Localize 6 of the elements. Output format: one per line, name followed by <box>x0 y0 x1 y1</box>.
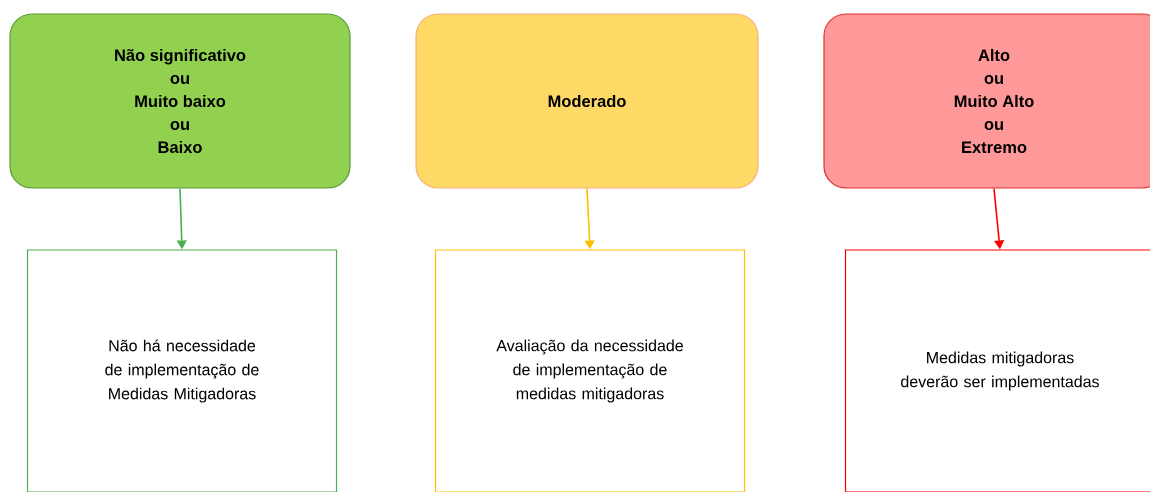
text-box: Medidas mitigadoras deverão ser implementadas <box>844 249 1150 492</box>
text-box: Não há necessidade de implementação de Medidas Mitigadoras <box>26 249 338 492</box>
rounded-box: Moderado <box>415 13 759 189</box>
text-box: Avaliação da necessidade de implementação de medidas mitigadoras <box>434 249 746 492</box>
rounded-box: Não significativo ou Muito baixo ou Baixo <box>9 13 351 189</box>
rounded-box: Alto ou Muito Alto ou Extremo <box>823 13 1150 189</box>
